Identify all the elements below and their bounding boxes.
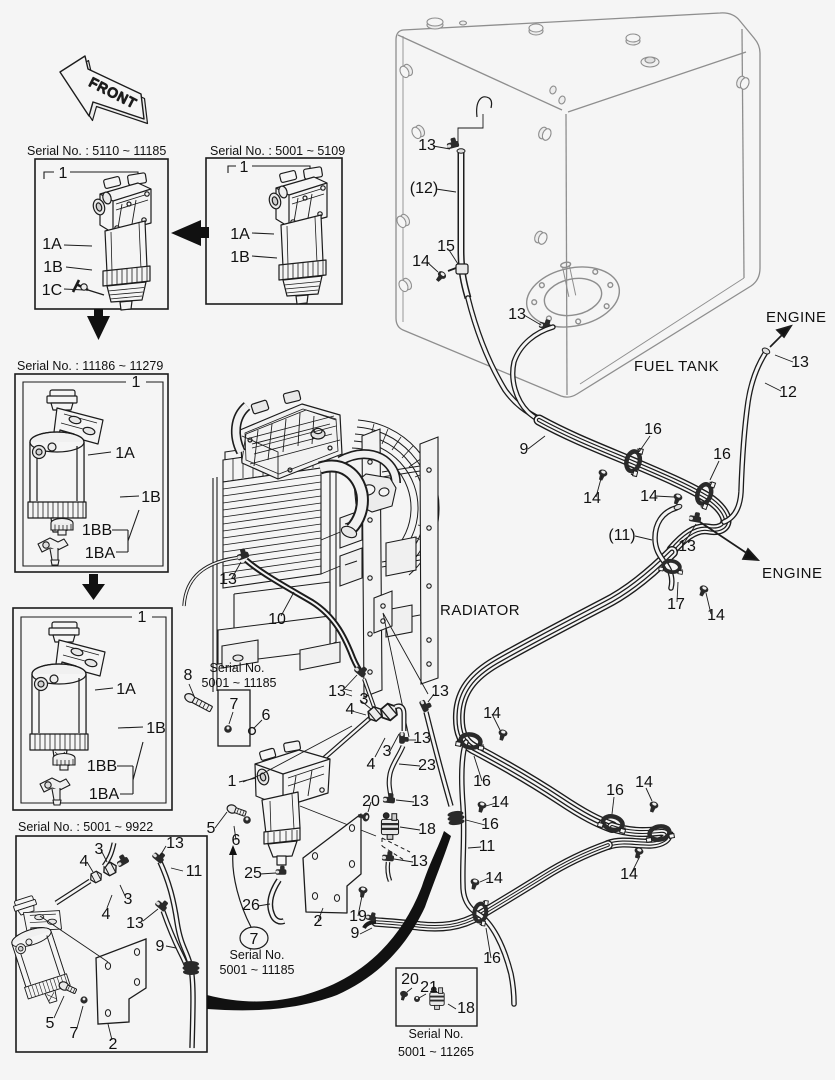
svg-text:13: 13: [219, 571, 237, 588]
svg-text:4: 4: [367, 756, 376, 773]
svg-text:1: 1: [228, 773, 237, 790]
svg-text:Serial No. : 5001 ~ 9922: Serial No. : 5001 ~ 9922: [18, 820, 153, 834]
svg-text:1: 1: [59, 165, 68, 182]
svg-text:20: 20: [362, 793, 380, 810]
svg-text:FUEL TANK: FUEL TANK: [634, 358, 719, 375]
svg-text:7: 7: [70, 1025, 79, 1042]
svg-text:1B: 1B: [43, 259, 63, 276]
svg-text:ENGINE: ENGINE: [762, 565, 823, 582]
svg-text:19: 19: [349, 908, 367, 925]
svg-text:9: 9: [156, 938, 165, 955]
svg-text:1: 1: [240, 159, 249, 176]
svg-text:5: 5: [207, 820, 216, 837]
svg-text:6: 6: [262, 707, 271, 724]
svg-text:13: 13: [431, 683, 449, 700]
svg-text:16: 16: [483, 950, 501, 967]
svg-text:12: 12: [779, 384, 797, 401]
svg-text:2: 2: [109, 1036, 118, 1053]
svg-text:26: 26: [242, 897, 260, 914]
svg-text:Serial No.: Serial No.: [210, 661, 265, 675]
svg-text:1: 1: [132, 374, 141, 391]
svg-text:13: 13: [328, 683, 346, 700]
svg-text:13: 13: [411, 793, 429, 810]
svg-text:13: 13: [418, 137, 436, 154]
svg-text:3: 3: [360, 691, 369, 708]
svg-text:14: 14: [483, 705, 501, 722]
svg-text:13: 13: [791, 354, 809, 371]
svg-text:25: 25: [244, 865, 262, 882]
svg-text:23: 23: [418, 757, 436, 774]
svg-text:3: 3: [124, 891, 133, 908]
svg-text:5001 ~ 11265: 5001 ~ 11265: [398, 1045, 474, 1059]
svg-text:(12): (12): [410, 180, 438, 197]
svg-text:16: 16: [481, 816, 499, 833]
svg-text:17: 17: [667, 596, 685, 613]
svg-text:13: 13: [508, 306, 526, 323]
svg-text:4: 4: [346, 701, 355, 718]
svg-text:1A: 1A: [230, 226, 250, 243]
svg-text:4: 4: [102, 906, 111, 923]
svg-text:5001 ~ 11185: 5001 ~ 11185: [202, 676, 277, 690]
svg-text:2: 2: [314, 913, 323, 930]
svg-text:14: 14: [635, 774, 653, 791]
svg-text:13: 13: [126, 915, 144, 932]
svg-text:3: 3: [95, 841, 104, 858]
svg-text:16: 16: [644, 421, 662, 438]
svg-text:18: 18: [418, 821, 436, 838]
svg-text:16: 16: [473, 773, 491, 790]
svg-text:1B: 1B: [146, 720, 166, 737]
svg-text:13: 13: [166, 835, 184, 852]
svg-text:14: 14: [707, 607, 725, 624]
svg-text:9: 9: [351, 925, 360, 942]
svg-text:3: 3: [383, 743, 392, 760]
svg-text:13: 13: [678, 538, 696, 555]
svg-text:Serial No. : 5001 ~ 5109: Serial No. : 5001 ~ 5109: [210, 144, 345, 158]
svg-text:21: 21: [420, 979, 438, 996]
svg-text:1BB: 1BB: [82, 522, 112, 539]
svg-text:14: 14: [412, 253, 430, 270]
svg-text:ENGINE: ENGINE: [766, 309, 827, 326]
svg-text:14: 14: [620, 866, 638, 883]
svg-text:1B: 1B: [141, 489, 161, 506]
svg-text:1BB: 1BB: [87, 758, 117, 775]
svg-text:7: 7: [250, 931, 259, 948]
svg-text:1B: 1B: [230, 249, 250, 266]
svg-text:7: 7: [230, 696, 239, 713]
svg-text:9: 9: [520, 441, 529, 458]
svg-text:14: 14: [485, 870, 503, 887]
svg-text:1A: 1A: [115, 445, 135, 462]
svg-text:16: 16: [713, 446, 731, 463]
svg-text:5001 ~ 11185: 5001 ~ 11185: [220, 963, 295, 977]
svg-text:10: 10: [268, 611, 286, 628]
svg-text:14: 14: [583, 490, 601, 507]
svg-text:1A: 1A: [116, 681, 136, 698]
svg-text:1BA: 1BA: [85, 545, 116, 562]
svg-text:1C: 1C: [42, 282, 62, 299]
svg-text:1BA: 1BA: [89, 786, 120, 803]
svg-text:11: 11: [186, 863, 203, 880]
svg-text:16: 16: [606, 782, 624, 799]
svg-text:18: 18: [457, 1000, 475, 1017]
svg-text:13: 13: [410, 853, 428, 870]
svg-text:8: 8: [184, 667, 193, 684]
svg-text:4: 4: [80, 853, 89, 870]
svg-text:Serial No.: Serial No.: [230, 948, 285, 962]
svg-text:14: 14: [491, 794, 509, 811]
svg-text:6: 6: [232, 832, 241, 849]
svg-text:13: 13: [413, 730, 431, 747]
svg-text:5: 5: [46, 1015, 55, 1032]
svg-text:Serial No.: Serial No.: [409, 1027, 464, 1041]
svg-text:11: 11: [479, 838, 496, 855]
svg-text:1: 1: [138, 609, 147, 626]
svg-text:20: 20: [401, 971, 419, 988]
svg-text:14: 14: [640, 488, 658, 505]
svg-text:(11): (11): [608, 527, 635, 544]
svg-text:RADIATOR: RADIATOR: [440, 602, 520, 619]
svg-text:1A: 1A: [42, 236, 62, 253]
svg-text:15: 15: [437, 238, 455, 255]
svg-text:Serial No. : 11186 ~ 11279: Serial No. : 11186 ~ 11279: [17, 359, 163, 373]
svg-text:Serial No. : 5110 ~ 11185: Serial No. : 5110 ~ 11185: [27, 144, 166, 158]
